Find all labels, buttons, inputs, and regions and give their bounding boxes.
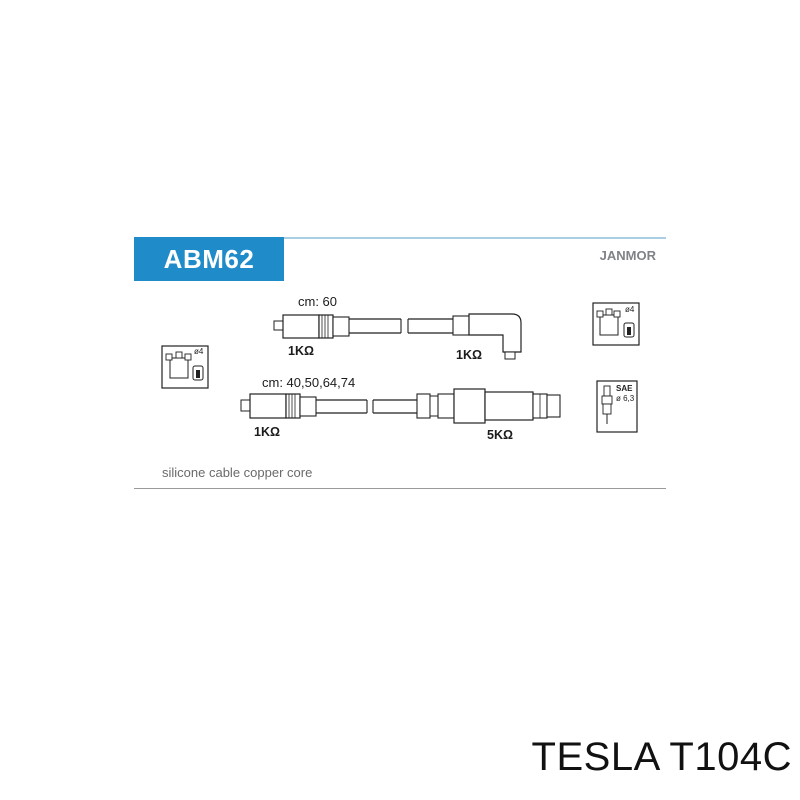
distributor-cap-icon-right: ø4 — [592, 302, 640, 346]
cable-top — [273, 313, 522, 360]
footer-rule — [134, 488, 666, 489]
cable-top-length: cm: 60 — [298, 294, 338, 309]
cable-top-right-resistance: 1KΩ — [456, 348, 483, 362]
distributor-cap-icon-left: ø4 — [161, 345, 209, 389]
spark-plug-standard: SAE — [616, 384, 633, 393]
header-rule — [134, 237, 666, 239]
product-caption: TESLA T104C — [531, 735, 792, 779]
cable-bottom-length: cm: 40,50,64,74 — [262, 375, 356, 390]
spark-plug-size: ø 6,3 — [616, 394, 635, 403]
cable-bottom-left-resistance: 1KΩ — [254, 425, 281, 439]
distributor-right-size: ø4 — [625, 305, 635, 314]
cable-bottom-right-resistance: 5KΩ — [487, 428, 514, 442]
cable-material-note: silicone cable copper core — [162, 465, 313, 480]
cable-top-left-resistance: 1KΩ — [288, 344, 315, 358]
brand-label: JANMOR — [599, 248, 656, 263]
cable-bottom — [240, 388, 561, 424]
part-number-badge: ABM62 — [134, 237, 284, 281]
distributor-left-size: ø4 — [194, 347, 204, 356]
spark-plug-icon: SAE ø 6,3 — [596, 380, 638, 433]
